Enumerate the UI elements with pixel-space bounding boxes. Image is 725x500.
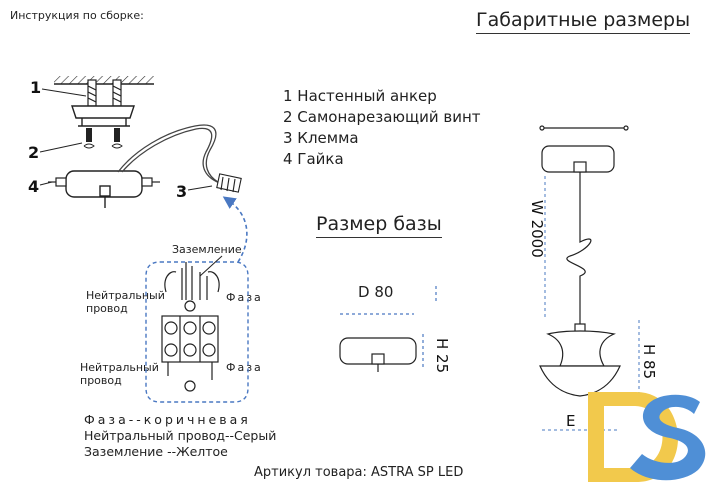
neutral-wire-label-top: Нейтральный провод [86,289,165,315]
terminal-icon [216,173,242,193]
dimensions-title: Габаритные размеры [476,9,691,34]
terminal-block [161,300,219,392]
power-cable [117,124,223,185]
legend-item: 1 Настенный анкер [283,87,437,105]
canopy [65,170,143,208]
shade-width-label: E [566,412,575,430]
neutral-wire-label-bottom: Нейтральный провод [80,361,159,387]
pendant-dimension-lines [542,176,640,431]
incoming-wires [164,262,220,300]
base-diameter-label: D 80 [358,283,394,301]
connection-arrow [222,196,248,263]
callout-4: 4 [28,177,39,196]
phase-label-bottom: Фаза [226,361,263,374]
callout-1: 1 [30,78,41,97]
article-label: Артикул товара: ASTRA SP LED [254,465,464,480]
legend-item: 3 Клемма [283,129,359,147]
mounting-bracket [71,105,135,127]
terminal-block-frame [145,261,249,403]
wire-colors: Фаза--коричневая Нейтральный провод--Сер… [84,412,276,460]
self-tapping-screw-icon [83,128,123,149]
callout-3: 3 [176,182,187,201]
pendant-drawing [539,125,629,397]
ds-logo [588,392,706,482]
instruction-title: Инструкция по сборке: [10,9,144,22]
wire-color-ground: Заземление --Желтое [84,444,228,459]
base-size-title: Размер базы [316,213,442,238]
cable-length-label: W 2000 [528,200,546,258]
base-drawing [339,286,437,372]
legend-item: 4 Гайка [283,150,344,168]
parts-legend: 1 Настенный анкер 2 Самонарезающий винт … [283,86,481,170]
base-height-label: H 25 [433,338,451,373]
shade-height-label: H 85 [640,344,658,379]
ground-label: Заземление [172,243,242,256]
wire-color-neutral: Нейтральный провод--Серый [84,428,277,443]
legend-item: 2 Самонарезающий винт [283,108,481,126]
logo-s [630,394,706,481]
ceiling [54,76,154,85]
wire-color-phase: Фаза--коричневая [84,412,251,427]
callout-2: 2 [28,143,39,162]
phase-label-top: Фаза [226,291,263,304]
